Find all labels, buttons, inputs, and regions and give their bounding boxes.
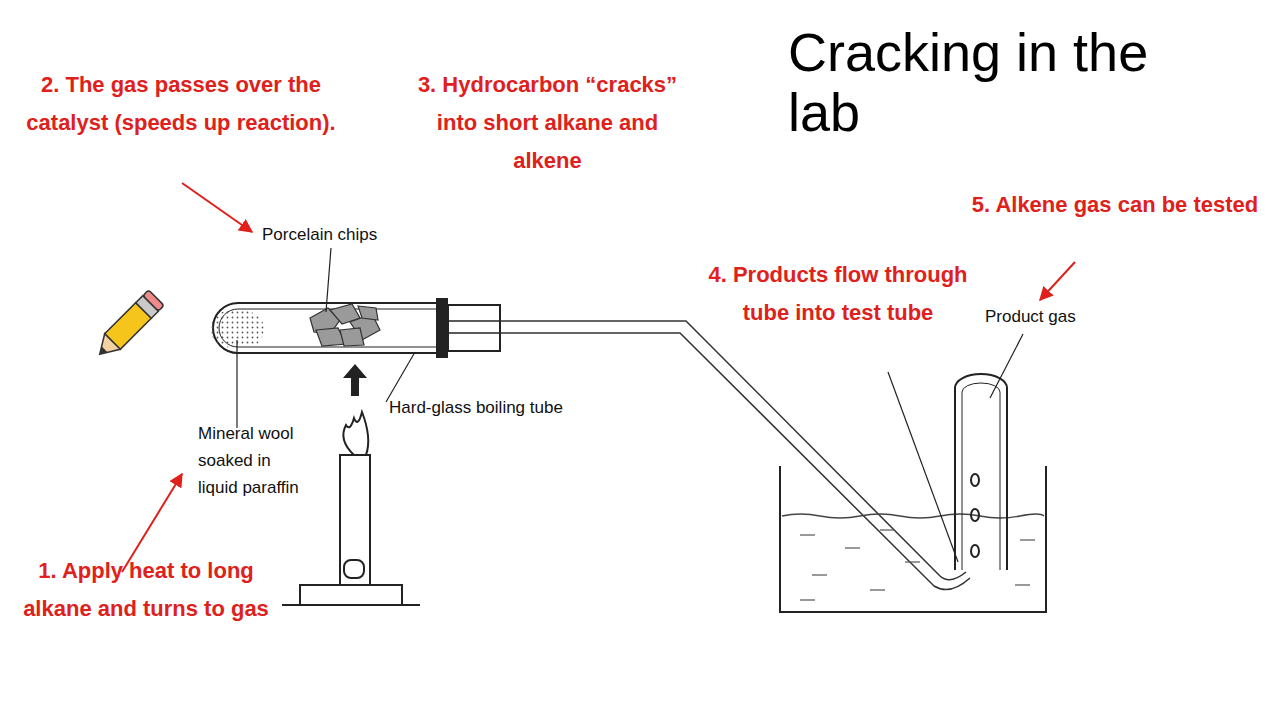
- annotation: 1. Apply heat to long alkane and turns t…: [22, 552, 270, 628]
- rubber-bung: [436, 298, 500, 358]
- collection-tube: [955, 374, 1007, 570]
- annotation: 5. Alkene gas can be tested: [960, 186, 1270, 224]
- porcelain-chips: [310, 304, 380, 346]
- part-label: Mineral wool soaked in liquid paraffin: [198, 420, 306, 501]
- delivery-tube: [500, 321, 970, 590]
- annotation: 2. The gas passes over the catalyst (spe…: [22, 66, 340, 142]
- part-label: Hard-glass boiling tube: [389, 397, 619, 419]
- bunsen-burner: [282, 412, 420, 605]
- pencil-icon: [92, 290, 164, 362]
- part-label: Porcelain chips: [262, 224, 432, 246]
- page-title: Cracking in the lab: [788, 22, 1208, 142]
- heat-arrow: [343, 364, 367, 396]
- part-label: Product gas: [985, 306, 1115, 328]
- leader-line: [237, 248, 1023, 562]
- boiling-tube: [211, 303, 448, 353]
- annotation: 3. Hydrocarbon “cracks” into short alkan…: [405, 66, 690, 180]
- annotation-arrow: [122, 183, 1075, 572]
- annotation: 4. Products flow through tube into test …: [706, 256, 970, 332]
